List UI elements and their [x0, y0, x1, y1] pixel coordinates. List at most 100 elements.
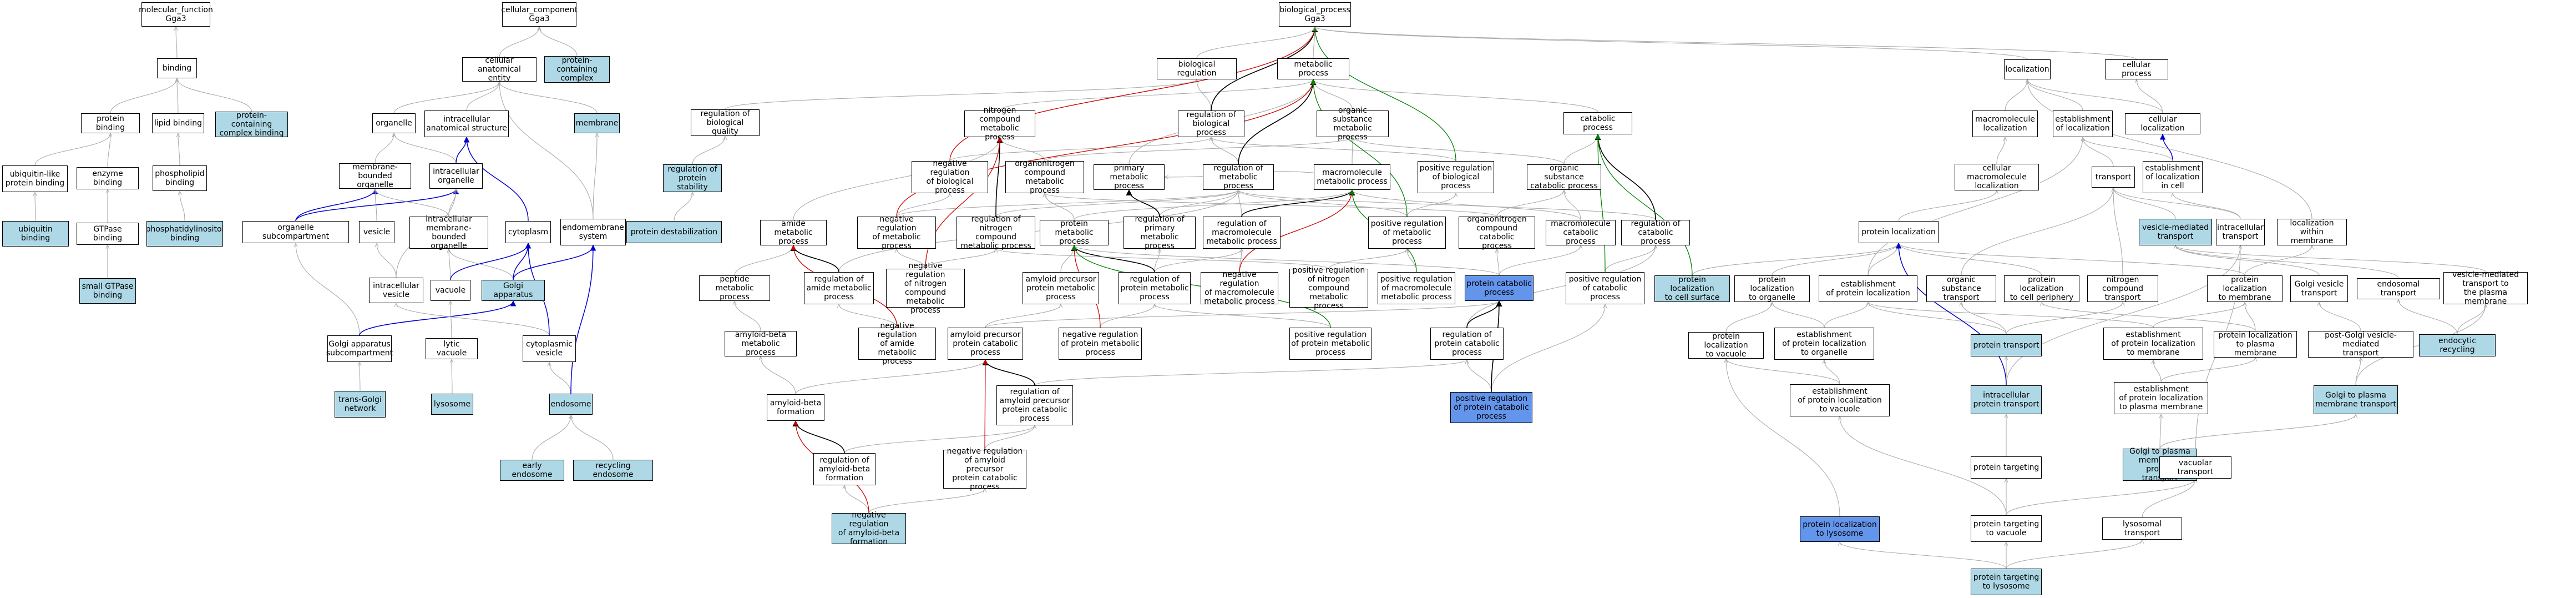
node-regulation-of-catabolic-process[interactable]: regulation of catabolic process — [1621, 219, 1690, 246]
node-negative-regulation-of-amyloid-precursor-protein-catabolic-process[interactable]: negative regulation of amyloid precursor… — [943, 447, 1026, 491]
node-catabolic-process[interactable]: catabolic process — [1563, 112, 1632, 134]
node-regulation-of-macromolecule-metabolic-process[interactable]: regulation of macromolecule metabolic pr… — [1203, 217, 1281, 249]
node-protein-containing-complex-binding[interactable]: protein-containing complex binding — [215, 111, 288, 138]
node-positive-regulation-of-biological-process[interactable]: positive regulation of biological proces… — [1418, 161, 1494, 193]
node-protein-metabolic-process[interactable]: protein metabolic process — [1040, 219, 1109, 246]
node-golgi-vesicle-transport[interactable]: Golgi vesicle transport — [2290, 275, 2348, 302]
node-protein-localization-to-organelle[interactable]: protein localization to organelle — [1734, 275, 1810, 302]
node-localization[interactable]: localization — [2004, 59, 2051, 79]
node-cellular-localization[interactable]: cellular localization — [2125, 113, 2200, 134]
node-endosome[interactable]: endosome — [549, 394, 593, 415]
node-protein-transport[interactable]: protein transport — [1971, 334, 2042, 356]
node-molecular-function[interactable]: molecular_function Gga3 — [139, 2, 213, 27]
node-intracellular-organelle[interactable]: intracellular organelle — [429, 163, 483, 189]
node-regulation-of-metabolic-process[interactable]: regulation of metabolic process — [1203, 164, 1274, 190]
node-intracellular-transport[interactable]: intracellular transport — [2216, 219, 2265, 245]
node-protein-localization-to-lysosome[interactable]: protein localization to lysosome — [1800, 516, 1880, 542]
node-organelle-subcompartment[interactable]: organelle subcompartment — [242, 221, 349, 243]
node-lytic-vacuole[interactable]: lytic vacuole — [426, 338, 478, 359]
node-regulation-of-protein-metabolic-process[interactable]: regulation of protein metabolic process — [1119, 272, 1191, 304]
node-protein-targeting[interactable]: protein targeting — [1971, 456, 2042, 479]
node-golgi-apparatus-subcompartment[interactable]: Golgi apparatus subcompartment — [326, 335, 393, 362]
node-endomembrane-system[interactable]: endomembrane system — [560, 219, 626, 245]
node-regulation-of-amyloid-precursor-protein-catabolic-process[interactable]: regulation of amyloid precursor protein … — [996, 385, 1073, 425]
node-negative-regulation-of-amide-metabolic-process[interactable]: negative regulation of amide metabolic p… — [858, 321, 936, 366]
node-enzyme-binding[interactable]: enzyme binding — [77, 167, 139, 189]
node-negative-regulation-of-macromolecule-metabolic-process[interactable]: negative regulation of macromolecule met… — [1201, 270, 1278, 306]
node-regulation-of-biological-process[interactable]: regulation of biological process — [1178, 110, 1244, 137]
node-intracellular-protein-transport[interactable]: intracellular protein transport — [1971, 385, 2042, 414]
node-intracellular-vesicle[interactable]: intracellular vesicle — [369, 278, 423, 303]
node-organonitrogen-compound-catabolic-process[interactable]: organonitrogen compound catabolic proces… — [1459, 215, 1535, 250]
node-positive-regulation-of-catabolic-process[interactable]: positive regulation of catabolic process — [1566, 272, 1644, 304]
node-regulation-of-nitrogen-compound-metabolic-process[interactable]: regulation of nitrogen compound metaboli… — [956, 215, 1035, 250]
node-protein-targeting-to-vacuole[interactable]: protein targeting to vacuole — [1971, 515, 2042, 542]
node-gtpase-binding[interactable]: GTPase binding — [77, 223, 139, 245]
node-membrane[interactable]: membrane — [574, 113, 620, 133]
node-early-endosome[interactable]: early endosome — [500, 460, 564, 481]
node-establishment-of-protein-localization-to-membrane[interactable]: establishment of protein localization to… — [2103, 328, 2203, 360]
node-regulation-of-protein-catabolic-process[interactable]: regulation of protein catabolic process — [1430, 328, 1504, 360]
node-regulation-of-amide-metabolic-process[interactable]: regulation of amide metabolic process — [804, 272, 874, 304]
node-negative-regulation-of-protein-metabolic-process[interactable]: negative regulation of protein metabolic… — [1059, 328, 1142, 360]
node-protein-localization-to-membrane[interactable]: protein localization to membrane — [2207, 275, 2283, 302]
node-membrane-bounded-organelle[interactable]: membrane-bounded organelle — [339, 163, 411, 189]
node-protein-destabilization[interactable]: protein destabilization — [626, 221, 722, 243]
node-protein-catabolic-process[interactable]: protein catabolic process — [1465, 275, 1534, 301]
node-cytoplasm[interactable]: cytoplasm — [505, 221, 551, 243]
node-establishment-of-protein-localization-to-plasma-membrane[interactable]: establishment of protein localization to… — [2114, 382, 2208, 414]
node-positive-regulation-of-protein-catabolic-process[interactable]: positive regulation of protein catabolic… — [1450, 392, 1532, 423]
node-golgi-apparatus[interactable]: Golgi apparatus — [482, 280, 545, 301]
node-establishment-of-localization-in-cell[interactable]: establishment of localization in cell — [2143, 161, 2203, 193]
node-organic-substance-catabolic-process[interactable]: organic substance catabolic process — [1527, 164, 1601, 190]
node-phosphatidylinositol-binding[interactable]: phosphatidylinositol binding — [146, 221, 224, 247]
node-protein-localization[interactable]: protein localization — [1859, 221, 1939, 243]
node-post-golgi-vesicle-mediated-transport[interactable]: post-Golgi vesicle-mediated transport — [2308, 331, 2413, 358]
node-establishment-of-protein-localization-to-vacuole[interactable]: establishment of protein localization to… — [1790, 384, 1890, 416]
node-peptide-metabolic-process[interactable]: peptide metabolic process — [699, 275, 770, 301]
node-establishment-of-localization[interactable]: establishment of localization — [2053, 110, 2113, 137]
node-biological-regulation[interactable]: biological regulation — [1157, 58, 1237, 79]
node-amyloid-precursor-protein-catabolic-process[interactable]: amyloid precursor protein catabolic proc… — [948, 328, 1023, 360]
node-vesicle-mediated-transport[interactable]: vesicle-mediated transport — [2139, 219, 2212, 245]
node-protein-targeting-to-lysosome[interactable]: protein targeting to lysosome — [1971, 569, 2042, 595]
node-regulation-of-protein-stability[interactable]: regulation of protein stability — [663, 164, 722, 192]
node-transport[interactable]: transport — [2092, 167, 2135, 188]
node-intracellular-anatomical-structure[interactable]: intracellular anatomical structure — [424, 110, 509, 137]
node-lysosomal-transport[interactable]: lysosomal transport — [2102, 517, 2182, 540]
node-protein-localization-to-plasma-membrane[interactable]: protein localization to plasma membrane — [2214, 331, 2297, 358]
node-intracellular-membrane-bounded-organelle[interactable]: intracellular membrane-bounded organelle — [409, 215, 488, 250]
node-cellular-process[interactable]: cellular process — [2105, 59, 2168, 79]
node-organonitrogen-compound-metabolic-process[interactable]: organonitrogen compound metabolic proces… — [1005, 159, 1084, 195]
node-macromolecule-metabolic-process[interactable]: macromolecule metabolic process — [1314, 164, 1390, 190]
node-protein-localization-to-cell-surface[interactable]: protein localization to cell surface — [1654, 275, 1730, 302]
node-negative-regulation-of-amyloid-beta-formation[interactable]: negative regulation of amyloid-beta form… — [832, 511, 906, 546]
node-negative-regulation-of-nitrogen-compound-metabolic-process[interactable]: negative regulation of nitrogen compound… — [886, 262, 965, 315]
node-endosomal-transport[interactable]: endosomal transport — [2357, 278, 2440, 299]
node-nitrogen-compound-transport[interactable]: nitrogen compound transport — [2087, 275, 2158, 302]
node-vesicle-mediated-transport-to-the-plasma-membrane[interactable]: vesicle-mediated transport to the plasma… — [2443, 270, 2528, 306]
node-organelle[interactable]: organelle — [372, 113, 416, 133]
node-protein-localization-to-vacuole[interactable]: protein localization to vacuole — [1688, 332, 1764, 359]
node-establishment-of-protein-localization-to-organelle[interactable]: establishment of protein localization to… — [1774, 328, 1874, 360]
node-nitrogen-compound-metabolic-process[interactable]: nitrogen compound metabolic process — [964, 106, 1035, 142]
node-negative-regulation-of-biological-process[interactable]: negative regulation of biological proces… — [912, 159, 988, 195]
node-amide-metabolic-process[interactable]: amide metabolic process — [760, 219, 827, 246]
node-organic-substance-transport[interactable]: organic substance transport — [1926, 275, 1996, 302]
node-positive-regulation-of-protein-metabolic-process[interactable]: positive regulation of protein metabolic… — [1289, 328, 1371, 360]
node-localization-within-membrane[interactable]: localization within membrane — [2277, 219, 2347, 245]
node-amyloid-beta-metabolic-process[interactable]: amyloid-beta metabolic process — [725, 330, 797, 357]
node-cellular-component[interactable]: cellular_component Gga3 — [501, 2, 578, 27]
node-lipid-binding[interactable]: lipid binding — [152, 113, 204, 133]
node-ubiquitin-like-protein-binding[interactable]: ubiquitin-like protein binding — [2, 165, 68, 192]
node-positive-regulation-of-metabolic-process[interactable]: positive regulation of metabolic process — [1368, 217, 1446, 249]
node-regulation-of-amyloid-beta-formation[interactable]: regulation of amyloid-beta formation — [813, 453, 875, 485]
node-vacuole[interactable]: vacuole — [431, 280, 470, 301]
node-cellular-anatomical-entity[interactable]: cellular anatomical entity — [462, 56, 537, 83]
node-organic-substance-metabolic-process[interactable]: organic substance metabolic process — [1317, 106, 1389, 142]
node-protein-binding[interactable]: protein binding — [81, 113, 140, 133]
node-protein-localization-to-cell-periphery[interactable]: protein localization to cell periphery — [2004, 275, 2079, 302]
node-golgi-to-plasma-membrane-transport[interactable]: Golgi to plasma membrane transport — [2314, 385, 2398, 414]
node-trans-golgi-network[interactable]: trans-Golgi network — [335, 391, 386, 418]
node-macromolecule-catabolic-process[interactable]: macromolecule catabolic process — [1546, 219, 1616, 246]
